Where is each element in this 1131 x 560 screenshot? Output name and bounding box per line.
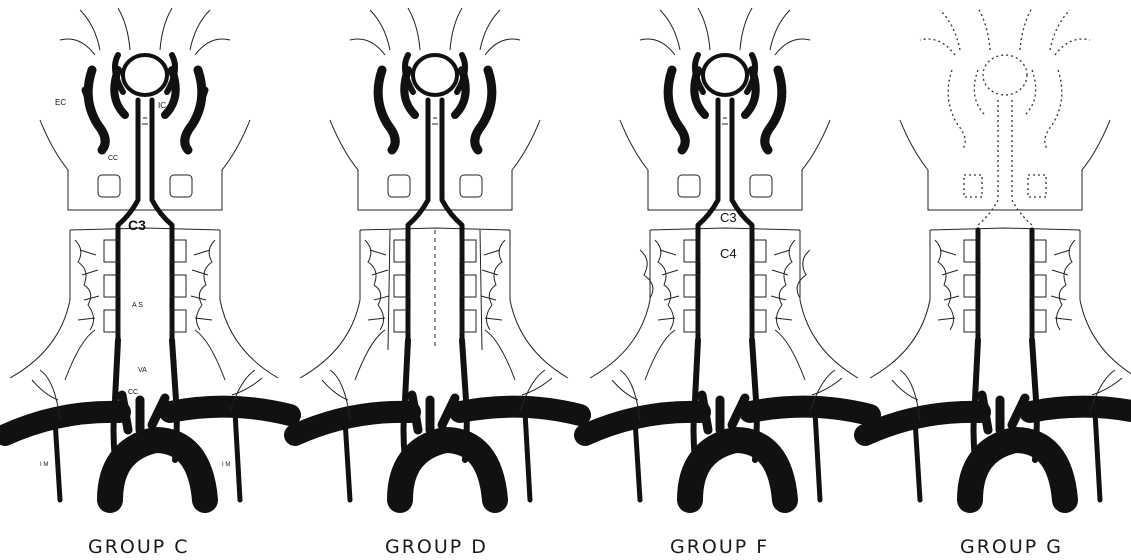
collateral-network bbox=[935, 240, 1075, 330]
label-im-left: I M bbox=[40, 462, 48, 468]
panel-group-g: GROUP G bbox=[865, 8, 1131, 558]
collateral-network bbox=[75, 240, 215, 330]
label-va: VA bbox=[138, 367, 147, 374]
panel-label-group-g: GROUP G bbox=[960, 536, 1063, 558]
label-as: A S bbox=[132, 302, 143, 309]
panel-group-d: GROUP D bbox=[295, 8, 580, 558]
vessel-drawing bbox=[5, 8, 290, 500]
collateral-network bbox=[365, 240, 505, 330]
label-im-right: I M bbox=[222, 462, 230, 468]
panel-label-group-d: GROUP D bbox=[385, 536, 488, 558]
panel-label-group-f: GROUP F bbox=[670, 536, 769, 558]
label-oc: O C bbox=[222, 400, 234, 407]
vessel-drawing bbox=[295, 8, 580, 500]
label-cc-lower: CC bbox=[128, 389, 138, 396]
label-c3: C3 bbox=[720, 210, 737, 225]
label-c3: C3 bbox=[128, 217, 146, 233]
label-ic: IC bbox=[158, 101, 166, 110]
panel-label-group-c: GROUP C bbox=[88, 536, 190, 558]
label-c4: C4 bbox=[720, 246, 737, 261]
label-cc-upper: CC bbox=[108, 155, 118, 162]
label-ec: EC bbox=[55, 98, 66, 107]
panel-group-c: EC IC CC C3 A S VA CC O C I M I M GROUP … bbox=[5, 8, 290, 558]
panel-group-f: C3 C4 GROUP F bbox=[585, 8, 870, 558]
